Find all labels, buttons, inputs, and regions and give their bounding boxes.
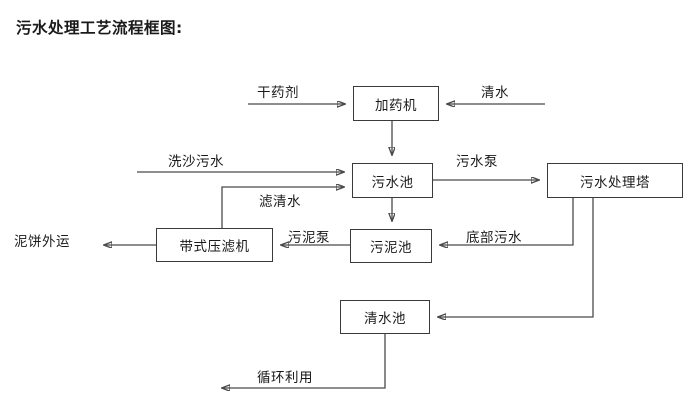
node-label: 污水池 xyxy=(371,174,414,191)
node-sludge-pool[interactable]: 污泥池 xyxy=(350,229,432,263)
node-clear-water-pool[interactable]: 清水池 xyxy=(340,300,430,334)
node-label: 清水池 xyxy=(364,311,406,327)
edge-label-sand-washing-sewage: 洗沙污水 xyxy=(168,154,224,170)
wire-clearpool-to-recycle xyxy=(222,334,386,388)
wire-tower-to-sludgepool xyxy=(440,198,574,245)
edge-label-filtrate-water: 滤清水 xyxy=(259,194,301,210)
node-sewage-treatment-tower[interactable]: 污水处理塔 xyxy=(547,163,683,198)
node-label: 带式压滤机 xyxy=(179,239,250,255)
edge-label-sludge-pump: 污泥泵 xyxy=(288,230,330,246)
edge-label-dry-agent: 干药剂 xyxy=(257,85,299,101)
edge-label-bottom-sewage: 底部污水 xyxy=(466,230,522,246)
node-belt-filter-press[interactable]: 带式压滤机 xyxy=(156,228,273,262)
wire-tower-to-clearpool xyxy=(438,198,594,317)
node-label: 污泥池 xyxy=(370,240,412,256)
node-label: 加药机 xyxy=(375,97,417,114)
node-label: 污水处理塔 xyxy=(580,174,650,191)
edge-label-sewage-pump: 污水泵 xyxy=(456,154,498,170)
edge-label-clean-water: 清水 xyxy=(481,85,509,101)
node-sewage-pool[interactable]: 污水池 xyxy=(352,163,433,198)
wire-filtrate-to-sewagepool xyxy=(221,187,344,228)
node-dosing-machine[interactable]: 加药机 xyxy=(353,86,439,121)
edge-label-recycle-reuse: 循环利用 xyxy=(257,370,313,386)
terminal-label-mud-cake-transport: 泥饼外运 xyxy=(14,234,70,250)
page-title: 污水处理工艺流程框图: xyxy=(16,19,183,37)
